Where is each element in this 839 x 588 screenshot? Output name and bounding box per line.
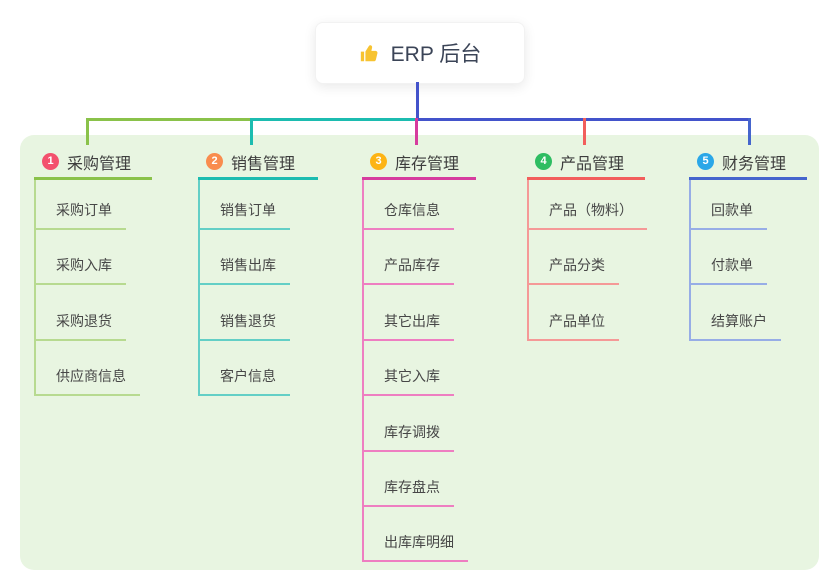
branch-number-badge: 2 — [206, 153, 223, 170]
branch-label: 销售管理 — [231, 155, 296, 173]
child-node[interactable]: 产品分类 — [527, 255, 619, 286]
branch-drop-line-2 — [250, 118, 253, 145]
branch-title-4[interactable]: 4 产品管理 — [527, 146, 645, 180]
branch-drop-line-4 — [583, 118, 586, 145]
branch-label: 财务管理 — [722, 155, 787, 173]
branches-background-panel — [20, 135, 819, 570]
branch-children-line-1 — [34, 180, 36, 397]
branch-number-badge: 5 — [697, 153, 714, 170]
child-node[interactable]: 供应商信息 — [34, 366, 140, 397]
branch-drop-line-3 — [415, 118, 418, 145]
child-node[interactable]: 结算账户 — [689, 311, 781, 341]
branch-title-3[interactable]: 3 库存管理 — [362, 146, 476, 180]
branch-number-badge: 3 — [370, 153, 387, 170]
child-node[interactable]: 采购入库 — [34, 255, 126, 286]
child-node[interactable]: 付款单 — [689, 255, 767, 286]
branch-label: 产品管理 — [560, 155, 625, 173]
branch-children-line-5 — [689, 180, 691, 341]
child-node[interactable]: 采购退货 — [34, 311, 126, 341]
child-node[interactable]: 客户信息 — [198, 366, 290, 397]
child-node[interactable]: 产品库存 — [362, 255, 454, 286]
root-node[interactable]: ERP 后台 — [315, 22, 525, 84]
thumbs-up-icon — [359, 42, 381, 64]
child-node[interactable]: 产品（物料） — [527, 200, 647, 230]
branch-title-5[interactable]: 5 财务管理 — [689, 146, 807, 180]
branch-number-badge: 4 — [535, 153, 552, 170]
child-node[interactable]: 出库库明细 — [362, 532, 468, 563]
branch-label: 采购管理 — [67, 155, 132, 173]
child-node[interactable]: 回款单 — [689, 200, 767, 230]
connector-segment-left — [86, 118, 252, 121]
root-node-label: ERP 后台 — [390, 43, 482, 66]
branch-title-1[interactable]: 1 采购管理 — [34, 146, 152, 180]
root-stem-line — [416, 82, 419, 118]
branch-drop-line-5 — [748, 118, 751, 145]
child-node[interactable]: 销售出库 — [198, 255, 290, 286]
thumbs-up-path — [360, 45, 378, 62]
child-node[interactable]: 产品单位 — [527, 311, 619, 341]
branch-children-line-3 — [362, 180, 364, 563]
child-node[interactable]: 销售退货 — [198, 311, 290, 341]
branch-children-line-2 — [198, 180, 200, 397]
child-node[interactable]: 其它出库 — [362, 311, 454, 341]
child-node[interactable]: 采购订单 — [34, 200, 126, 230]
branch-drop-line-1 — [86, 118, 89, 145]
branch-title-2[interactable]: 2 销售管理 — [198, 146, 318, 180]
child-node[interactable]: 库存调拨 — [362, 422, 454, 452]
branch-number-badge: 1 — [42, 153, 59, 170]
branch-label: 库存管理 — [395, 155, 460, 173]
child-node[interactable]: 销售订单 — [198, 200, 290, 230]
branch-children-line-4 — [527, 180, 529, 341]
child-node[interactable]: 仓库信息 — [362, 200, 454, 230]
child-node[interactable]: 库存盘点 — [362, 477, 454, 507]
child-node[interactable]: 其它入库 — [362, 366, 454, 397]
connector-segment-mid — [251, 118, 417, 121]
